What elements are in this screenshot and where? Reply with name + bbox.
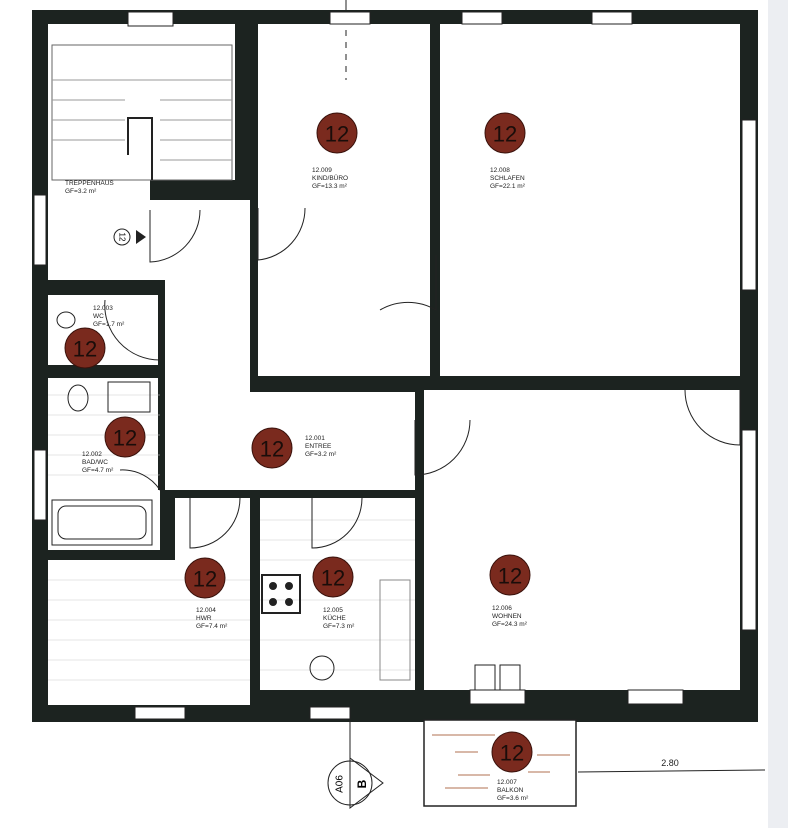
room-area: GF=7.3 m² — [323, 623, 355, 630]
room-number-badge: 12 — [64, 327, 106, 369]
fixtures — [51, 311, 411, 681]
badge-text: 12 — [325, 122, 349, 147]
section-marker: A06 B — [327, 0, 384, 810]
stairs — [51, 44, 233, 181]
room-name: KÜCHE — [323, 614, 346, 622]
badge-text: 12 — [73, 337, 97, 362]
room-number-badge: 12 — [184, 557, 226, 599]
doors — [104, 207, 741, 690]
room-area: GF=7.4 m² — [196, 623, 228, 630]
room-kind-buero — [258, 24, 430, 376]
room-area: GF=3.2 m² — [305, 451, 337, 458]
room-number-badge: 12 — [489, 554, 531, 596]
room-name: KIND/BÜRO — [312, 174, 348, 182]
room-area: GF=22.1 m² — [490, 183, 526, 190]
svg-text:B: B — [355, 779, 369, 788]
room-number: 12.007 — [497, 779, 517, 786]
svg-text:2.80: 2.80 — [661, 758, 679, 768]
room-name: WOHNEN — [492, 613, 522, 620]
room-number: 12.004 — [196, 607, 216, 614]
room-name: ENTREE — [305, 443, 332, 450]
room-number-badge: 12 — [251, 427, 293, 469]
badge-text: 12 — [321, 566, 345, 591]
room-number-badge: 12 — [312, 556, 354, 598]
room-area: GF=13.3 m² — [312, 183, 348, 190]
badge-text: 12 — [500, 741, 524, 766]
room-number: 12.005 — [323, 607, 343, 614]
room-number-badge: 12 — [104, 416, 146, 458]
room-bad — [48, 378, 160, 550]
dimension-line: 2.80 — [577, 758, 766, 773]
room-number: 12.003 — [93, 305, 113, 312]
svg-text:GF=3.2 m²: GF=3.2 m² — [65, 188, 97, 195]
room-label-treppenhaus: TREPPENHAUS GF=3.2 m² — [65, 180, 114, 195]
room-area: GF=3.6 m² — [497, 795, 529, 802]
badge-text: 12 — [260, 437, 284, 462]
room-area: GF=24.3 m² — [492, 621, 528, 628]
badge-text: 12 — [493, 122, 517, 147]
svg-text:12: 12 — [118, 233, 127, 242]
room-name: BAD/WC — [82, 459, 108, 466]
room-schlafen — [440, 24, 740, 376]
room-number: 12.001 — [305, 435, 325, 442]
windows — [33, 11, 757, 720]
walls — [32, 10, 758, 722]
room-name: BALKON — [497, 787, 524, 794]
badge-text: 12 — [498, 564, 522, 589]
room-area: GF=1.7 m² — [93, 321, 125, 328]
svg-text:A06: A06 — [335, 775, 346, 793]
room-flur-lower — [165, 290, 250, 490]
room-number-badge: 12 — [484, 112, 526, 154]
room-name: SCHLAFEN — [490, 175, 525, 182]
room-number-badge: 12 — [316, 112, 358, 154]
svg-text:TREPPENHAUS: TREPPENHAUS — [65, 180, 114, 187]
badge-text: 12 — [113, 426, 137, 451]
room-number-badge: 12 — [491, 731, 533, 773]
room-number: 12.006 — [492, 605, 512, 612]
room-number: 12.008 — [490, 167, 510, 174]
room-number: 12.009 — [312, 167, 332, 174]
room-name: WC — [93, 313, 104, 320]
room-number: 12.002 — [82, 451, 102, 458]
room-wohnen — [424, 390, 740, 690]
room-area: GF=4.7 m² — [82, 467, 114, 474]
entrance-marker: 12 — [113, 228, 146, 246]
page-edge — [768, 0, 788, 828]
badge-text: 12 — [193, 567, 217, 592]
room-name: HWR — [196, 615, 212, 622]
